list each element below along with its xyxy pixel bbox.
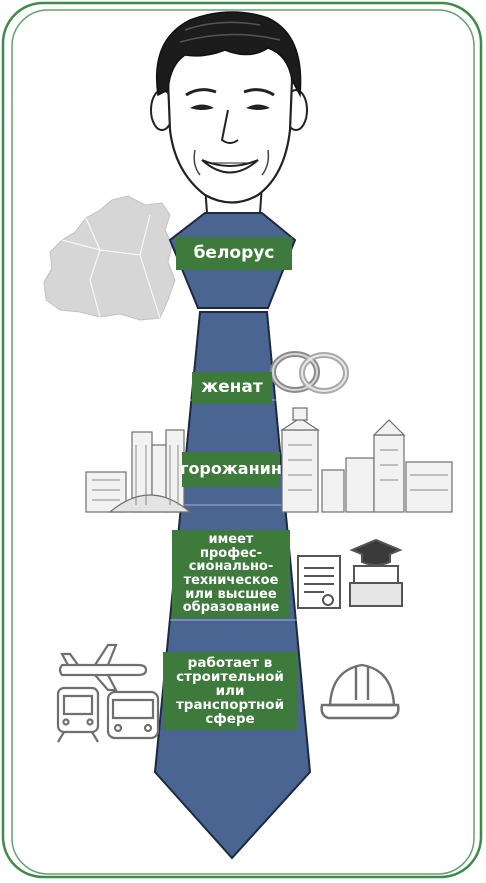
married-label: женат [192,372,272,404]
wedding-rings-icon [270,351,349,394]
nationality-label: белорус [176,237,292,270]
inner-frame [11,9,475,875]
city-skyline-icon [85,429,192,513]
citizen-label: горожанин [180,452,282,487]
city-skyline-right [280,407,453,513]
belarus-map-icon [43,195,176,321]
train-icon [56,686,100,743]
diploma-books-icon [297,538,403,609]
hard-hat-icon [320,663,400,720]
education-label: имеет профес- сионально- техническое или… [172,530,290,618]
work-label: работает в строительной или транспортной… [163,652,297,730]
bus-icon [106,690,160,740]
man-face-icon [150,11,308,214]
airplane-icon [58,643,148,692]
